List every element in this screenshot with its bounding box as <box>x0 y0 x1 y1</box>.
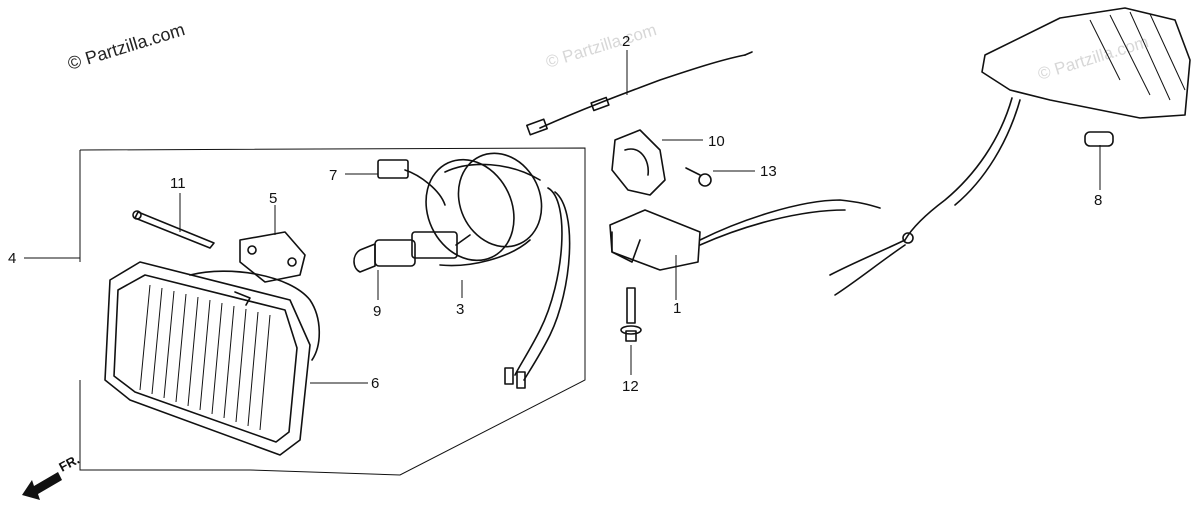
screw-13 <box>685 167 712 187</box>
watermark-top-center: © Partzilla.com <box>544 20 659 72</box>
clip <box>611 129 666 196</box>
socket-housing <box>425 152 571 389</box>
callout-13: 13 <box>760 163 777 180</box>
bolt-12 <box>620 287 642 342</box>
wire-harness <box>526 51 753 136</box>
headlight-lens <box>104 261 321 456</box>
leader-lines <box>24 50 1101 384</box>
callout-1: 1 <box>673 300 681 317</box>
headlight-assembly-outline <box>79 147 586 476</box>
callout-9: 9 <box>373 303 381 320</box>
connector-tab <box>377 159 446 206</box>
watermark-top-left: © Partzilla.com <box>65 19 187 74</box>
callout-2: 2 <box>622 33 630 50</box>
callout-7: 7 <box>329 167 337 184</box>
callout-12: 12 <box>622 378 639 395</box>
relay-unit <box>609 199 881 271</box>
callout-labels: 1 2 3 4 5 6 7 8 9 10 11 12 13 <box>8 33 1102 395</box>
callout-6: 6 <box>371 375 379 392</box>
tail-lamp <box>829 7 1191 296</box>
callout-4: 4 <box>8 250 16 267</box>
callout-11: 11 <box>170 175 186 192</box>
bulb <box>353 231 471 273</box>
callout-8: 8 <box>1094 192 1102 209</box>
small-bulb <box>1084 131 1114 147</box>
arrow-icon <box>22 472 62 500</box>
mounting-plate <box>239 231 306 283</box>
callout-3: 3 <box>456 301 464 318</box>
front-label: FR. <box>56 452 82 475</box>
callout-10: 10 <box>708 133 725 150</box>
watermark-top-right: © Partzilla.com <box>1036 32 1151 84</box>
pin-part <box>132 210 215 249</box>
callout-5: 5 <box>269 190 277 207</box>
front-direction-arrow: FR. <box>22 452 82 500</box>
